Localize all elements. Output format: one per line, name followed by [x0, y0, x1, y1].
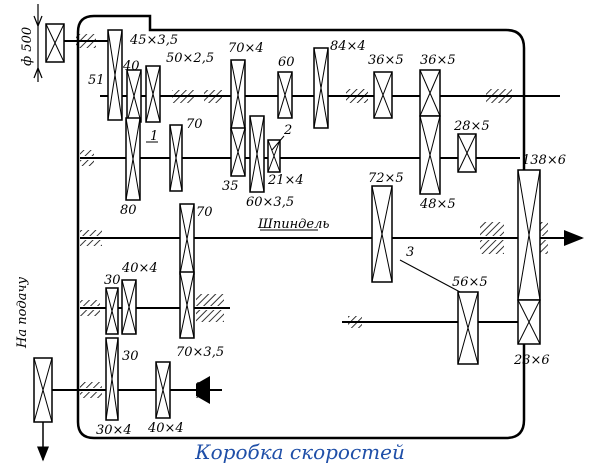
bearing [76, 42, 96, 48]
clutch-cone [196, 376, 210, 404]
label-30-a: 30 [104, 273, 121, 288]
bearing [348, 316, 362, 321]
gear [107, 29, 123, 121]
label-56x5: 56×5 [452, 275, 488, 290]
gear [249, 115, 265, 193]
bearing [204, 90, 222, 96]
label-30x4: 30×4 [96, 423, 132, 438]
gear [457, 291, 479, 365]
bearing [196, 294, 224, 306]
gear [419, 69, 441, 117]
bearing [80, 310, 100, 316]
label-21x4: 21×4 [267, 173, 304, 188]
gear [419, 115, 441, 195]
bearing [172, 97, 194, 103]
gear [105, 337, 119, 421]
bearing [346, 97, 368, 103]
bearing [80, 240, 102, 246]
label-138x6: 138×6 [522, 153, 566, 168]
label-84x4: 84×4 [330, 39, 366, 54]
pulley-label: ф 500 [20, 27, 35, 66]
gear [155, 361, 171, 419]
label-72x5: 72×5 [368, 171, 404, 186]
label-3: 3 [406, 245, 414, 260]
feed-pulley [33, 357, 53, 423]
bearing [540, 240, 548, 254]
label-spindle: Шпиндель [257, 217, 329, 232]
gear [121, 279, 137, 335]
bearing [348, 323, 362, 328]
gear [230, 59, 246, 131]
label-28x5: 28×5 [453, 119, 490, 134]
label-60: 60 [278, 55, 295, 70]
gear [105, 287, 119, 335]
label-70-b: 70 [196, 205, 213, 220]
leader-3 [399, 259, 461, 293]
gear [179, 203, 195, 275]
bearing [204, 97, 222, 103]
gear [125, 117, 141, 201]
gear [371, 185, 393, 283]
label-70x4: 70×4 [228, 41, 264, 56]
bearing [76, 34, 96, 40]
gear [230, 127, 246, 177]
gear [145, 65, 161, 123]
bearing [80, 160, 94, 166]
diagram-caption: Коробка скоростей [195, 440, 405, 464]
label-45x35: 45×3,5 [129, 33, 178, 48]
gear [277, 71, 293, 119]
label-2: 2 [283, 123, 292, 138]
label-48x5: 48×5 [419, 197, 456, 212]
bearing [80, 382, 102, 388]
gear [517, 299, 541, 345]
bearing [80, 392, 102, 398]
pulley-dim-arrow-bottom [33, 66, 43, 79]
label-23x6: 23×6 [513, 353, 550, 368]
label-70x35: 70×3,5 [176, 345, 224, 360]
gear [517, 169, 541, 301]
label-40x4-a: 40×4 [121, 261, 158, 276]
label-40x4-b: 40×4 [147, 421, 184, 436]
pulley-dim-arrow-top [33, 15, 43, 28]
gear [373, 71, 393, 119]
bearing [80, 150, 94, 156]
input-pulley-cross-2 [45, 23, 65, 63]
bearing [486, 89, 512, 95]
gear [126, 69, 142, 123]
gear [267, 139, 281, 173]
gear [169, 124, 183, 192]
label-35: 35 [222, 179, 239, 194]
bearing [346, 89, 368, 95]
label-50x25: 50×2,5 [166, 51, 214, 66]
label-feed: На подачу [15, 277, 30, 349]
bearing [80, 300, 100, 306]
label-70-a: 70 [186, 117, 203, 132]
gear [457, 133, 477, 173]
bearing [480, 240, 504, 254]
label-1: 1 [150, 129, 158, 144]
housing-outline [76, 14, 526, 440]
leader-2 [271, 135, 285, 151]
bearing [172, 90, 194, 96]
label-40: 40 [122, 59, 140, 74]
label-36x5-a: 36×5 [368, 53, 404, 68]
gear [179, 271, 195, 339]
label-30-b: 30 [122, 349, 139, 364]
bearing [540, 222, 548, 236]
bearing [196, 310, 224, 322]
bearing [480, 222, 504, 236]
label-80: 80 [120, 203, 137, 218]
label-60x35: 60×3,5 [246, 195, 294, 210]
bearing [486, 97, 512, 103]
label-36x5-b: 36×5 [420, 53, 456, 68]
bearing [80, 230, 102, 236]
gear [313, 47, 329, 129]
label-51: 51 [88, 73, 105, 88]
